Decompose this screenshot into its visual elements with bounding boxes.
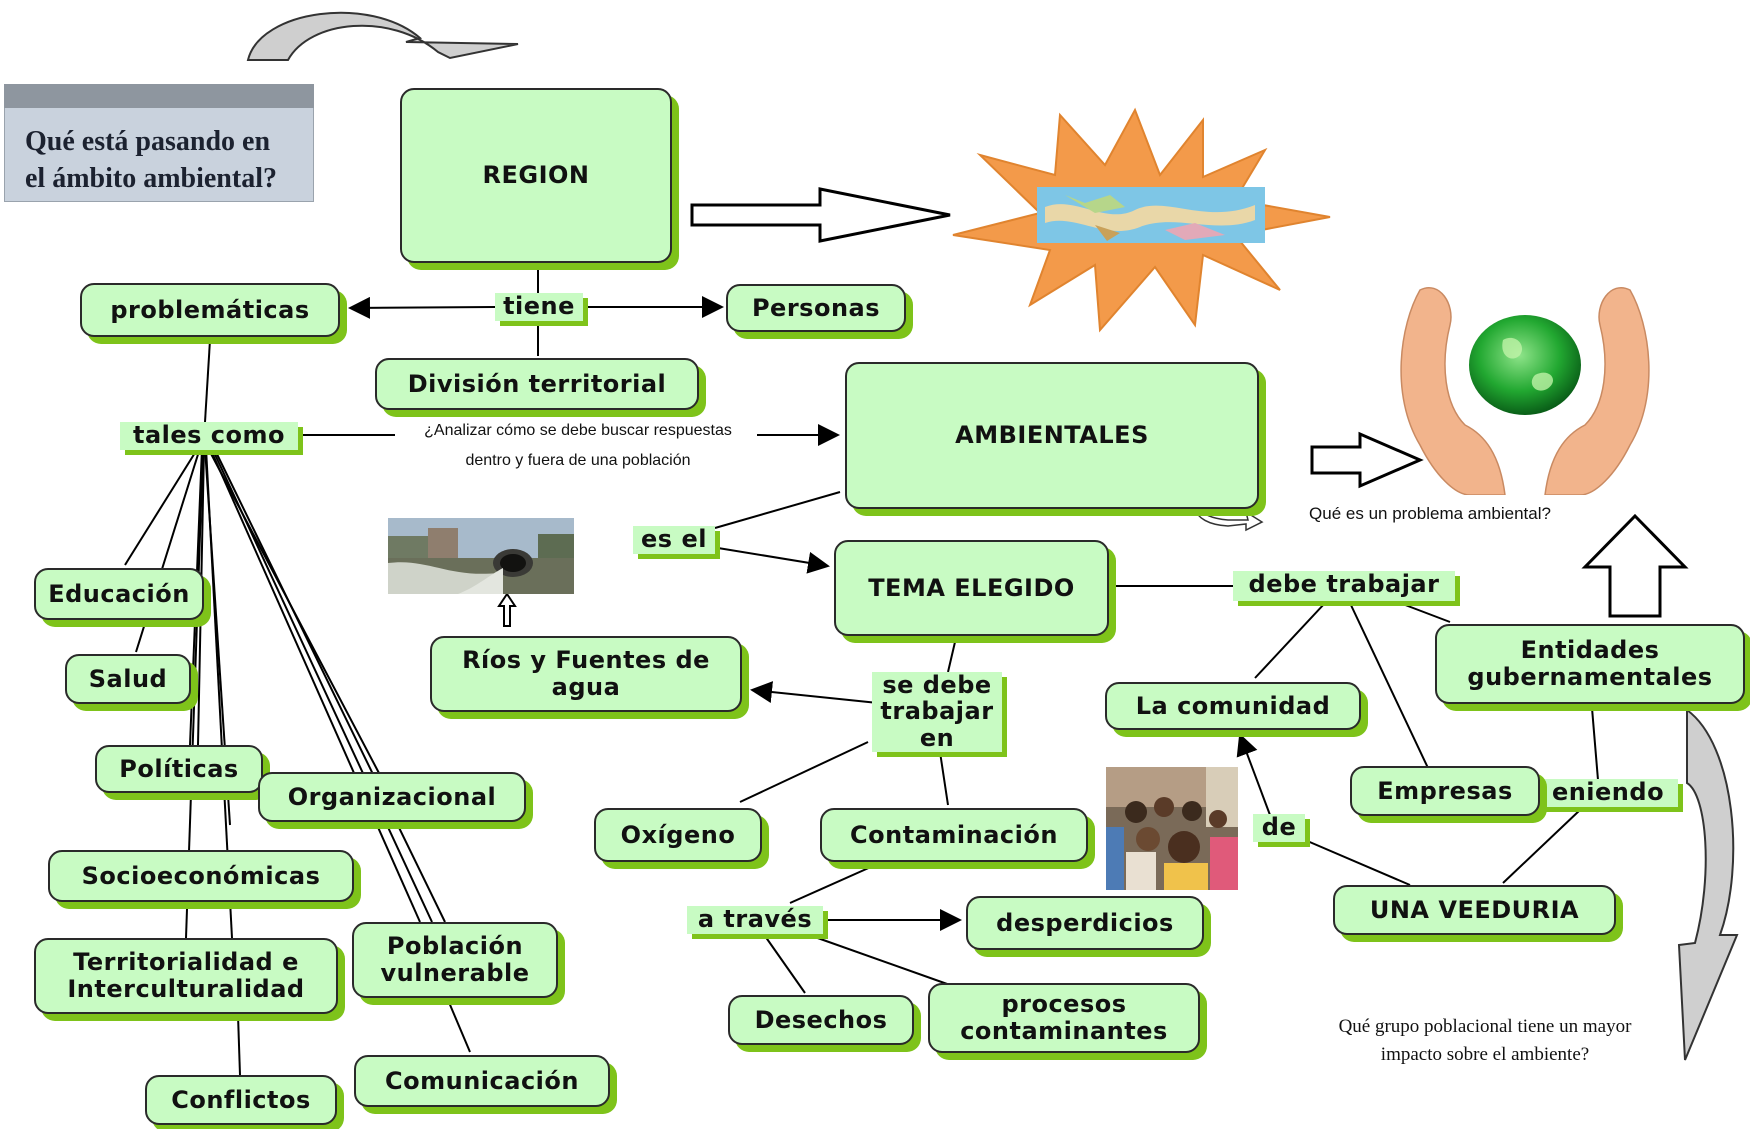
node-organizacional[interactable]: Organizacional — [258, 772, 526, 822]
node-la-comunidad[interactable]: La comunidad — [1105, 682, 1361, 730]
label-teniendo: eniendo — [1538, 779, 1678, 807]
up-arrow-icon — [1581, 513, 1689, 618]
label-es-el: es el — [633, 526, 715, 554]
starburst-map-icon — [952, 107, 1331, 333]
node-region[interactable]: REGION — [400, 88, 672, 263]
node-problematicas[interactable]: problemáticas — [80, 283, 340, 337]
node-oxigeno[interactable]: Oxígeno — [594, 808, 762, 862]
node-desechos[interactable]: Desechos — [728, 995, 914, 1045]
curved-arrow-icon — [246, 11, 519, 61]
node-tema-elegido[interactable]: TEMA ELEGIDO — [834, 540, 1109, 636]
node-una-veeduria[interactable]: UNA VEEDURIA — [1333, 885, 1616, 935]
note-grupo-poblacional: Qué grupo poblacional tiene un mayor imp… — [1338, 1016, 1632, 1065]
node-ambientales[interactable]: AMBIENTALES — [845, 362, 1259, 509]
children-photo — [1106, 767, 1238, 890]
node-poblacion-vulnerable[interactable]: Población vulnerable — [352, 922, 558, 998]
node-personas[interactable]: Personas — [726, 284, 906, 332]
node-politicas[interactable]: Políticas — [95, 745, 263, 793]
note-analizar: ¿Analizar cómo se debe buscar respuestas… — [424, 422, 732, 470]
block-arrow-icon — [690, 187, 951, 243]
node-rios-fuentes[interactable]: Ríos y Fuentes de agua — [430, 636, 742, 712]
node-desperdicios[interactable]: desperdicios — [966, 896, 1204, 950]
node-division-territorial[interactable]: División territorial — [375, 358, 699, 410]
node-entidades-gubernamentales[interactable]: Entidades gubernamentales — [1435, 624, 1745, 704]
curved-down-arrow-icon — [1677, 708, 1739, 1061]
label-tales-como: tales como — [120, 422, 298, 450]
right-block-arrow-icon — [1310, 431, 1424, 489]
label-de: de — [1253, 814, 1305, 842]
node-conflictos[interactable]: Conflictos — [145, 1075, 337, 1125]
title-box-text: Qué está pasando en el ámbito ambiental? — [25, 126, 277, 195]
label-tiene: tiene — [495, 293, 583, 321]
small-up-arrow-icon — [497, 592, 517, 627]
node-territorialidad[interactable]: Territorialidad e Interculturalidad — [34, 938, 338, 1014]
title-box-top — [4, 84, 314, 108]
label-debe-trabajar: debe trabajar — [1233, 571, 1455, 601]
label-a-traves: a través — [687, 906, 823, 934]
node-procesos-contaminantes[interactable]: procesos contaminantes — [928, 983, 1200, 1053]
node-empresas[interactable]: Empresas — [1350, 766, 1540, 816]
label-se-debe-trabajar: se debe trabajar en — [872, 672, 1002, 752]
node-contaminacion[interactable]: Contaminación — [820, 808, 1088, 862]
hands-globe-icon — [1400, 287, 1650, 495]
node-salud[interactable]: Salud — [65, 654, 191, 704]
note-problema-ambiental: Qué es un problema ambiental? — [1309, 504, 1551, 523]
node-comunicacion[interactable]: Comunicación — [354, 1055, 610, 1107]
node-educacion[interactable]: Educación — [34, 568, 204, 620]
title-box: Qué está pasando en el ámbito ambiental? — [4, 84, 314, 202]
node-socioeconomicas[interactable]: Socioeconómicas — [48, 850, 354, 902]
river-photo — [388, 518, 574, 594]
